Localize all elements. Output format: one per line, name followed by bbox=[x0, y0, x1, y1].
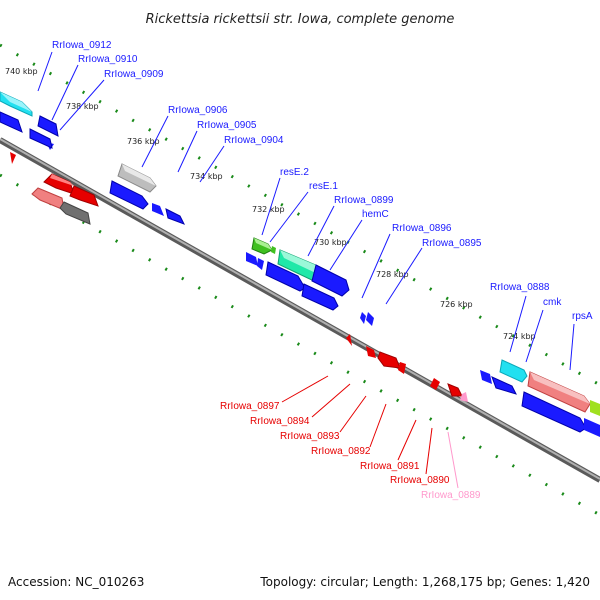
gene-rriowa-0912[interactable] bbox=[0, 91, 33, 117]
label-rriowa-0896[interactable]: RrIowa_0896 bbox=[392, 223, 452, 234]
label-rriowa-0894[interactable]: RrIowa_0894 bbox=[250, 416, 310, 427]
label-rriowa-0893[interactable]: RrIowa_0893 bbox=[280, 431, 340, 442]
reverse-strand-genes bbox=[10, 152, 468, 402]
bottom-gene-labels: RrIowa_0897 RrIowa_0894 RrIowa_0893 RrIo… bbox=[220, 401, 481, 501]
gene-rese-1[interactable] bbox=[271, 246, 276, 254]
label-rriowa-0905[interactable]: RrIowa_0905 bbox=[197, 120, 257, 131]
gene-darkgray-left[interactable] bbox=[59, 201, 91, 225]
gene-rriowa-0889[interactable] bbox=[460, 392, 468, 402]
gene-cmk[interactable] bbox=[480, 370, 517, 395]
gene-blue-730-a[interactable] bbox=[246, 252, 264, 270]
gene-blue-right-2[interactable] bbox=[584, 418, 600, 437]
gene-small-blue-728[interactable] bbox=[360, 312, 374, 326]
gene-blue-left-1[interactable] bbox=[0, 111, 23, 133]
label-rriowa-0904[interactable]: RrIowa_0904 bbox=[224, 135, 284, 146]
kbp-label-726: 726 kbp bbox=[440, 300, 473, 309]
genome-backbone bbox=[0, 137, 600, 483]
kbp-label-724: 724 kbp bbox=[503, 332, 536, 341]
gene-blue-left-2[interactable] bbox=[29, 128, 53, 149]
gene-rpsa[interactable] bbox=[527, 371, 591, 413]
label-rriowa-0895[interactable]: RrIowa_0895 bbox=[422, 238, 482, 249]
outer-tick-row bbox=[0, 43, 600, 387]
gene-rriowa-0897[interactable] bbox=[346, 334, 352, 346]
label-rriowa-0906[interactable]: RrIowa_0906 bbox=[168, 105, 228, 116]
gene-red-left-small[interactable] bbox=[10, 152, 16, 164]
gene-red-left-2[interactable] bbox=[69, 185, 99, 207]
gene-hemc[interactable] bbox=[311, 264, 350, 297]
gene-rriowa-0896[interactable] bbox=[265, 261, 306, 292]
label-rriowa-0890[interactable]: RrIowa_0890 bbox=[390, 475, 450, 486]
kbp-label-736: 736 kbp bbox=[127, 137, 160, 146]
label-rpsa[interactable]: rpsA bbox=[572, 311, 593, 322]
kbp-label-740: 740 kbp bbox=[5, 67, 38, 76]
kbp-label-732: 732 kbp bbox=[252, 205, 285, 214]
gene-green-right[interactable] bbox=[590, 400, 600, 416]
gene-rriowa-0905[interactable] bbox=[109, 180, 149, 210]
gene-rriowa-0906[interactable] bbox=[117, 163, 157, 193]
label-rriowa-0892[interactable]: RrIowa_0892 bbox=[311, 446, 371, 457]
gene-rriowa-0891[interactable] bbox=[430, 378, 440, 390]
forward-strand-genes bbox=[0, 91, 600, 437]
label-rriowa-0889[interactable]: RrIowa_0889 bbox=[421, 490, 481, 501]
bottom-label-leaders bbox=[281, 375, 459, 489]
label-rriowa-0891[interactable]: RrIowa_0891 bbox=[360, 461, 420, 472]
gene-salmon-left[interactable] bbox=[31, 187, 65, 211]
kbp-label-728: 728 kbp bbox=[376, 270, 409, 279]
label-hemc[interactable]: hemC bbox=[362, 209, 389, 220]
genome-summary-text: Topology: circular; Length: 1,268,175 bp… bbox=[259, 575, 590, 589]
label-rriowa-0910[interactable]: RrIowa_0910 bbox=[78, 54, 138, 65]
gene-rriowa-0910[interactable] bbox=[37, 115, 59, 137]
top-gene-labels: RrIowa_0912 RrIowa_0910 RrIowa_0909 RrIo… bbox=[52, 40, 593, 322]
accession-text: Accession: NC_010263 bbox=[8, 575, 144, 589]
label-rese-1[interactable]: resE.1 bbox=[309, 181, 338, 192]
gene-rriowa-0894[interactable] bbox=[366, 346, 376, 358]
kbp-label-738: 738 kbp bbox=[66, 102, 99, 111]
label-cmk[interactable]: cmk bbox=[543, 297, 562, 308]
kbp-label-734: 734 kbp bbox=[190, 172, 223, 181]
top-label-leaders bbox=[37, 51, 575, 371]
gene-rriowa-0888[interactable] bbox=[499, 359, 528, 383]
inner-tick-row bbox=[0, 173, 600, 517]
gene-rriowa-0895[interactable] bbox=[301, 283, 339, 311]
gene-rriowa-0892[interactable] bbox=[398, 362, 406, 374]
gene-blue-right-1[interactable] bbox=[521, 391, 587, 433]
label-rriowa-0899[interactable]: RrIowa_0899 bbox=[334, 195, 394, 206]
gene-rese-2[interactable] bbox=[251, 237, 273, 255]
kbp-label-730: 730 kbp bbox=[314, 238, 347, 247]
map-title: Rickettsia rickettsii str. Iowa, complet… bbox=[146, 12, 455, 27]
gene-rriowa-0893[interactable] bbox=[377, 351, 401, 369]
label-rriowa-0888[interactable]: RrIowa_0888 bbox=[490, 282, 550, 293]
label-rriowa-0897[interactable]: RrIowa_0897 bbox=[220, 401, 280, 412]
label-rese-2[interactable]: resE.2 bbox=[280, 167, 309, 178]
gene-red-left-1[interactable] bbox=[43, 173, 75, 195]
label-rriowa-0912[interactable]: RrIowa_0912 bbox=[52, 40, 112, 51]
gene-rriowa-0904[interactable] bbox=[152, 203, 186, 225]
label-rriowa-0909[interactable]: RrIowa_0909 bbox=[104, 69, 164, 80]
